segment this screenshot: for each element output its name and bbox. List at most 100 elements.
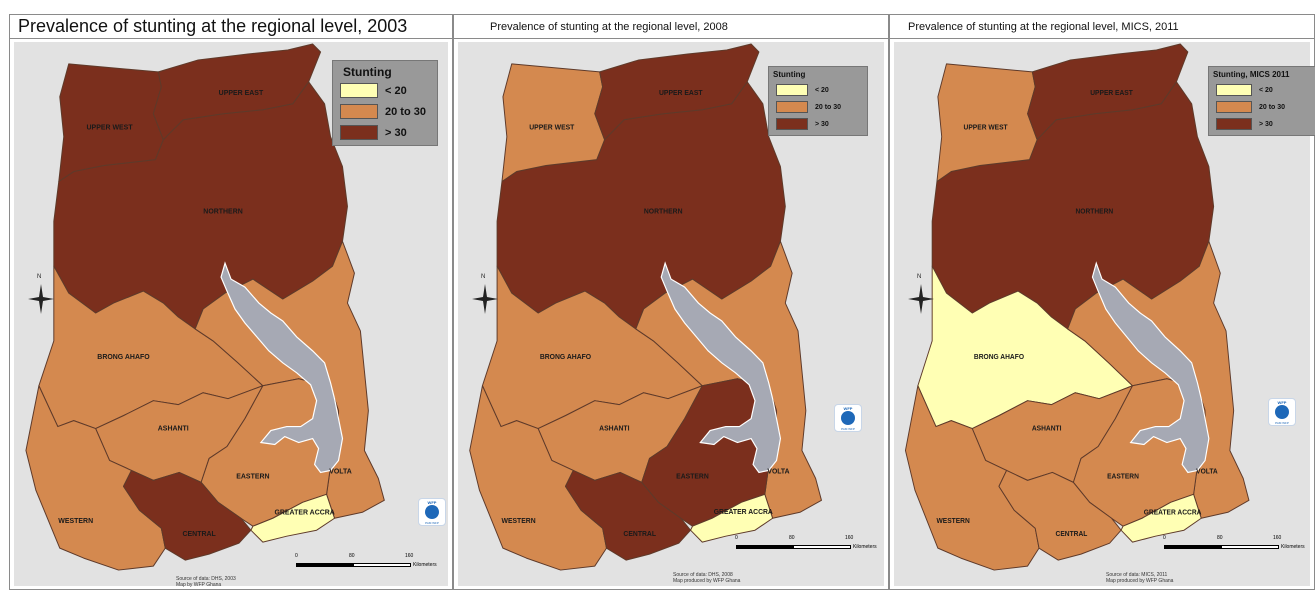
legend-swatch — [1216, 118, 1252, 130]
region-label: EASTERN — [676, 473, 709, 480]
map-panel-2011: Prevalence of stunting at the regional l… — [889, 14, 1315, 590]
lake-volta — [660, 261, 782, 474]
legend-swatch — [340, 104, 378, 119]
legend-swatch — [1216, 84, 1252, 96]
region-label: ASHANTI — [158, 426, 189, 433]
legend-swatch — [776, 118, 808, 130]
source-line: Source of data: DHS, 2003 — [176, 576, 236, 582]
region-label: ASHANTI — [599, 426, 629, 433]
ghana-map: NORTHERN UPPER WEST UPPER EAST BRONG AHAFO A… — [469, 43, 822, 571]
region-central — [564, 469, 692, 561]
legend-item-lt20: < 20 — [776, 84, 829, 96]
region-label: ASHANTI — [1032, 425, 1062, 432]
legend-label: < 20 — [385, 84, 407, 97]
scale-tick: 80 — [349, 553, 355, 559]
wfp-logo-icon: WFP PAM WFP — [1268, 398, 1296, 426]
scale-tick: 0 — [735, 535, 738, 541]
legend-swatch — [776, 101, 808, 113]
legend-item-20to30: 20 to 30 — [1216, 101, 1285, 113]
legend-item-20to30: 20 to 30 — [776, 101, 841, 113]
legend-swatch — [776, 84, 808, 96]
map-area: NORTHERN UPPER WEST UPPER EAST BRONG AHAFO A… — [458, 42, 884, 586]
scale-tick: 160 — [1273, 535, 1282, 541]
logo-bottom-text: PAM WFP — [425, 521, 439, 525]
wfp-logo-icon: WFP PAM WFP — [418, 498, 446, 526]
logo-bottom-text: PAM WFP — [841, 427, 855, 431]
region-central — [122, 469, 252, 561]
region-greater-accra — [250, 493, 336, 543]
legend-title: Stunting, MICS 2011 — [1213, 70, 1290, 79]
map-area: NORTHERN UPPER WEST UPPER EAST BRONG AHAFO A… — [894, 42, 1315, 586]
legend-label: < 20 — [1259, 86, 1273, 94]
legend-swatch — [340, 125, 378, 140]
north-arrow-icon: N — [26, 274, 56, 316]
region-label: WESTERN — [936, 518, 969, 525]
region-upper-east — [594, 43, 760, 141]
source-line: Source of data: MICS, 2011 — [1106, 572, 1168, 578]
lake-volta — [220, 261, 344, 474]
north-label: N — [37, 274, 42, 280]
region-label: WESTERN — [502, 518, 536, 525]
region-label: UPPER EAST — [219, 90, 264, 97]
legend: Stunting, MICS 2011 < 20 20 to 30 > 30 — [1208, 66, 1315, 136]
region-greater-accra — [690, 493, 774, 543]
panel-title: Prevalence of stunting at the regional l… — [890, 15, 1314, 39]
scale-unit: Kilometers — [1281, 544, 1305, 550]
region-upper-east — [152, 43, 322, 141]
region-label: BRONG AHAFO — [974, 354, 1025, 361]
source-line: Map by WFP Ghana — [176, 582, 222, 588]
legend-item-gt30: > 30 — [776, 118, 829, 130]
logo-top-text: WFP — [1277, 400, 1287, 405]
region-label: BRONG AHAFO — [540, 354, 592, 361]
region-label: CENTRAL — [183, 531, 217, 538]
scale-tick: 160 — [405, 553, 414, 559]
scale-tick: 0 — [295, 553, 298, 559]
panel-title: Prevalence of stunting at the regional l… — [454, 15, 888, 39]
source-line: Map produced by WFP Ghana — [1106, 578, 1174, 584]
region-greater-accra — [1120, 493, 1202, 543]
region-label: NORTHERN — [644, 208, 683, 215]
legend-item-gt30: > 30 — [1216, 118, 1273, 130]
region-upper-east — [1027, 43, 1189, 141]
legend-title: Stunting — [343, 65, 392, 79]
region-label: GREATER ACCRA — [274, 509, 334, 516]
north-label: N — [481, 274, 486, 280]
map-panel-2003: Prevalence of stunting at the regional l… — [9, 14, 453, 590]
lake-volta — [1091, 261, 1210, 474]
logo-top-text: WFP — [843, 406, 853, 411]
source-note: Source of data: MICS, 2011 Map produced … — [1106, 572, 1173, 584]
scale-tick: 160 — [845, 535, 854, 541]
legend-item-20to30: 20 to 30 — [340, 104, 426, 119]
region-label: NORTHERN — [1075, 208, 1113, 215]
logo-bottom-text: PAM WFP — [1275, 421, 1289, 425]
region-label: CENTRAL — [1056, 531, 1088, 538]
legend-label: > 30 — [385, 126, 407, 139]
scale-tick: 80 — [1217, 535, 1223, 541]
region-label: CENTRAL — [623, 531, 656, 538]
region-label: VOLTA — [1196, 468, 1218, 475]
panel-title: Prevalence of stunting at the regional l… — [10, 15, 452, 39]
source-line: Source of data: DHS, 2008 — [673, 572, 733, 578]
source-line: Map produced by WFP Ghana — [673, 578, 741, 584]
north-label: N — [917, 274, 922, 280]
scale-bar: 0 80 160 Kilometers — [295, 553, 446, 575]
region-label: GREATER ACCRA — [1144, 509, 1202, 516]
scale-tick: 0 — [1163, 535, 1166, 541]
region-label: UPPER WEST — [87, 125, 134, 132]
legend: Stunting < 20 20 to 30 > 30 — [768, 66, 868, 136]
source-note: Source of data: DHS, 2008 Map produced b… — [673, 572, 740, 584]
scale-unit: Kilometers — [853, 544, 877, 550]
legend-label: > 30 — [815, 120, 829, 128]
region-label: UPPER WEST — [964, 125, 1009, 132]
scale-bar: 0 80 160 Kilometers — [735, 535, 886, 557]
region-label: UPPER EAST — [1090, 90, 1133, 97]
region-label: UPPER EAST — [659, 90, 703, 97]
region-label: UPPER WEST — [529, 125, 575, 132]
region-label: EASTERN — [236, 473, 269, 480]
wfp-logo-icon: WFP PAM WFP — [834, 404, 862, 432]
north-arrow-icon: N — [906, 274, 936, 316]
scale-tick: 80 — [789, 535, 795, 541]
